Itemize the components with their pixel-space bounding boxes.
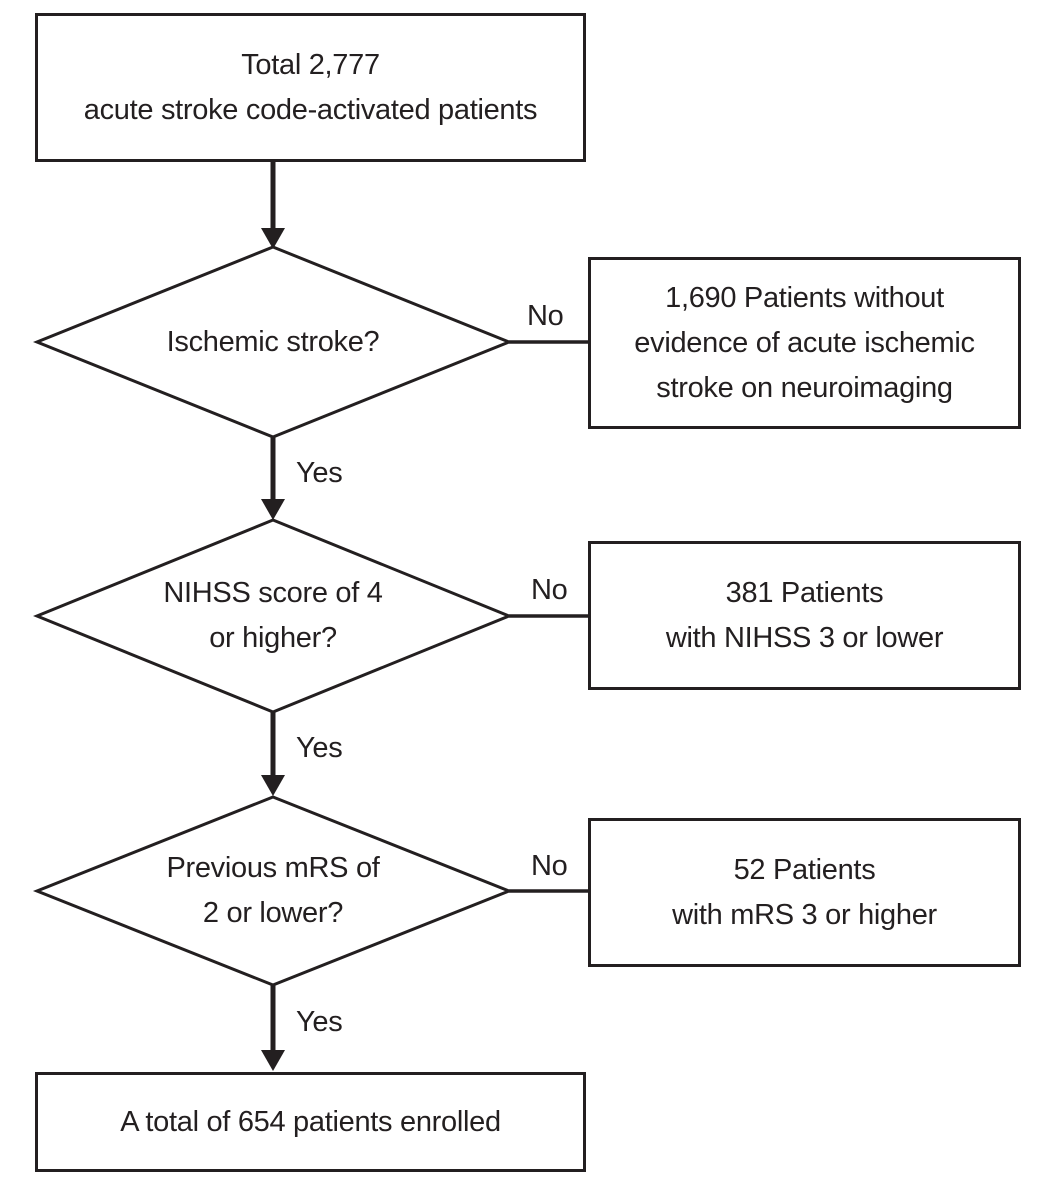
- start-node-line: Total 2,777: [241, 48, 380, 81]
- exclusion-node-3: 52 Patients with mRS 3 or higher: [588, 818, 1021, 967]
- exclusion-node-2: 381 Patients with NIHSS 3 or lower: [588, 541, 1021, 690]
- exclusion-3-line: with mRS 3 or higher: [672, 898, 937, 931]
- decision-2-question-line: NIHSS score of 4: [163, 577, 383, 609]
- exclusion-2-line: 381 Patients: [725, 576, 884, 609]
- decision-1-question-line: Ischemic stroke?: [166, 326, 380, 358]
- decision-1-question: Ischemic stroke?: [73, 320, 473, 365]
- no-label-3: No: [531, 850, 568, 882]
- decision-3-question-line: Previous mRS of: [166, 852, 380, 884]
- arrowhead-decision-1-to-decision-2: [261, 499, 285, 520]
- arrowhead-start-to-decision-1: [261, 228, 285, 249]
- yes-label-1: Yes: [296, 457, 343, 489]
- start-node-total-patients: Total 2,777 acute stroke code-activated …: [35, 13, 586, 162]
- exclusion-1-line: evidence of acute ischemic: [634, 326, 975, 359]
- exclusion-3-line: 52 Patients: [733, 853, 876, 886]
- exclusion-1-line: stroke on neuroimaging: [656, 371, 953, 404]
- arrowhead-decision-2-to-decision-3: [261, 775, 285, 796]
- decision-diamond-1: [32, 245, 514, 439]
- no-label-2: No: [531, 574, 568, 606]
- arrowhead-decision-3-to-end: [261, 1050, 285, 1071]
- exclusion-2-line: with NIHSS 3 or lower: [665, 621, 944, 654]
- exclusion-1-line: 1,690 Patients without: [665, 281, 944, 314]
- start-node-line: acute stroke code-activated patients: [83, 93, 538, 126]
- decision-3-question: Previous mRS of 2 or lower?: [73, 846, 473, 936]
- decision-2-question: NIHSS score of 4 or higher?: [73, 571, 473, 661]
- yes-label-3: Yes: [296, 1006, 343, 1038]
- decision-3-question-line: 2 or lower?: [202, 897, 344, 929]
- end-node-enrolled: A total of 654 patients enrolled: [35, 1072, 586, 1172]
- decision-2-question-line: or higher?: [209, 622, 337, 654]
- yes-label-2: Yes: [296, 732, 343, 764]
- decision-diamond-3: [32, 795, 514, 987]
- end-node-line: A total of 654 patients enrolled: [120, 1105, 501, 1138]
- exclusion-node-1: 1,690 Patients without evidence of acute…: [588, 257, 1021, 429]
- decision-diamond-2: [33, 518, 513, 714]
- no-label-1: No: [527, 300, 564, 332]
